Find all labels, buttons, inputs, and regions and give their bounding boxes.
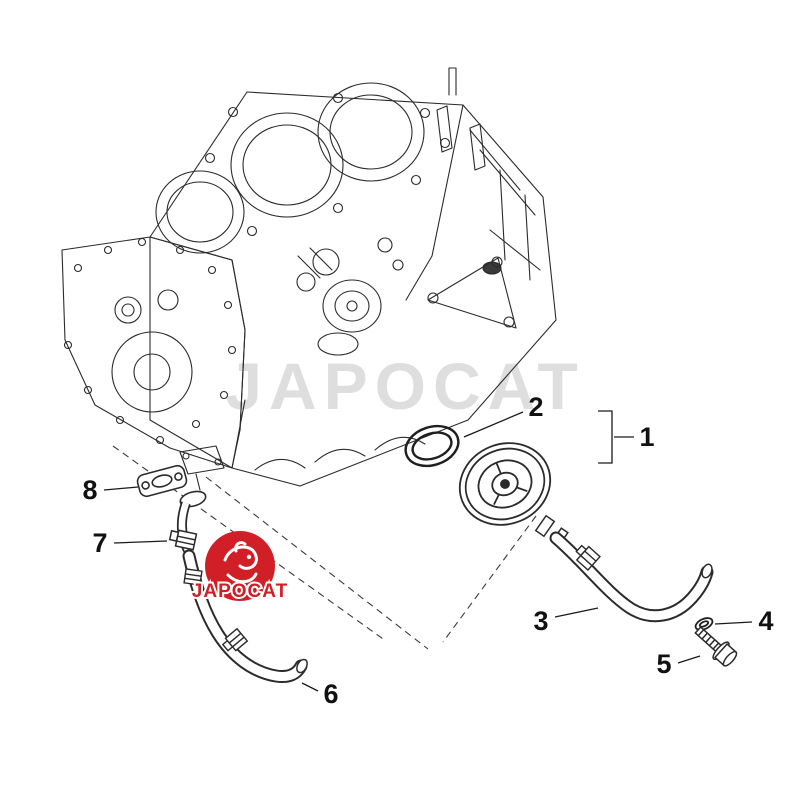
part-clamp-hose-left-b bbox=[221, 627, 249, 652]
callout-8: 8 bbox=[82, 475, 97, 505]
callout-1: 1 bbox=[639, 422, 654, 452]
engine-block-drawing bbox=[61, 67, 557, 491]
logo-text: JAPOCAT bbox=[192, 581, 288, 602]
callouts: 1 2 3 4 5 6 7 8 bbox=[82, 392, 773, 709]
part-oring bbox=[404, 424, 460, 468]
engine-outline bbox=[149, 91, 557, 487]
part-clamp-hose-left-a bbox=[183, 568, 203, 586]
part-bolt bbox=[694, 625, 738, 667]
part-clamp-hose-right bbox=[575, 544, 601, 572]
leader-lines bbox=[103, 411, 753, 692]
callout-2: 2 bbox=[528, 392, 543, 422]
assembly-dashed-lines bbox=[112, 445, 537, 650]
timing-cover-outline bbox=[61, 236, 246, 469]
callout-3: 3 bbox=[533, 606, 548, 636]
part-gasket bbox=[136, 464, 188, 498]
callout-5: 5 bbox=[656, 649, 671, 679]
logo-stamp: JAPOCAT bbox=[190, 531, 289, 604]
logo-cat-mark-icon bbox=[223, 541, 258, 584]
part-washer bbox=[694, 617, 714, 631]
callout-7: 7 bbox=[92, 528, 107, 558]
callout-6: 6 bbox=[323, 679, 338, 709]
part-clamp-upper bbox=[168, 529, 198, 551]
callout-1-bracket bbox=[598, 410, 613, 464]
part-oil-cooler bbox=[458, 442, 552, 526]
part-hose-left bbox=[182, 549, 308, 683]
part-hose-right bbox=[549, 531, 714, 623]
callout-4: 4 bbox=[758, 606, 773, 636]
